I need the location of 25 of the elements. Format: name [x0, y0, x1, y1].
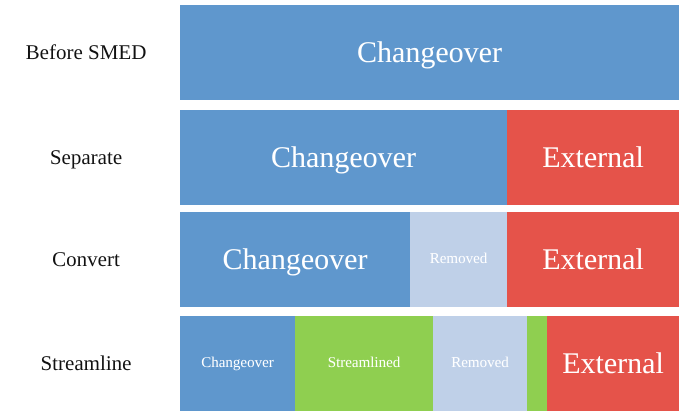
- process-bar-segment: [433, 316, 527, 411]
- process-bar-segment: [547, 316, 679, 411]
- process-bar-segment: [180, 5, 679, 100]
- segment-label: External: [562, 346, 664, 380]
- segment-label: Changeover: [357, 36, 502, 70]
- segment-label: Streamlined: [328, 355, 400, 372]
- row-label: Convert: [51, 248, 121, 270]
- row-label: Separate: [48, 146, 124, 168]
- segment-label: External: [542, 242, 644, 276]
- bar-segment: [527, 316, 547, 411]
- segment-label: Changeover: [271, 140, 416, 174]
- process-bar-segment: [180, 316, 295, 411]
- segment-label: Removed: [451, 355, 509, 372]
- row-label: Before SMED: [24, 42, 148, 62]
- segment-label: Changeover: [222, 242, 368, 276]
- process-bar-segment: [410, 212, 507, 307]
- segment-label: Changeover: [201, 355, 274, 372]
- process-bar-segment: [295, 316, 433, 411]
- process-bar-segment: [180, 110, 507, 205]
- process-bar-segment: [507, 110, 679, 205]
- process-bar-segment: [507, 212, 679, 307]
- process-bar-segment: [180, 212, 410, 307]
- segment-label: External: [542, 140, 644, 174]
- row-label: Streamline: [40, 352, 132, 374]
- segment-label: Removed: [430, 251, 488, 268]
